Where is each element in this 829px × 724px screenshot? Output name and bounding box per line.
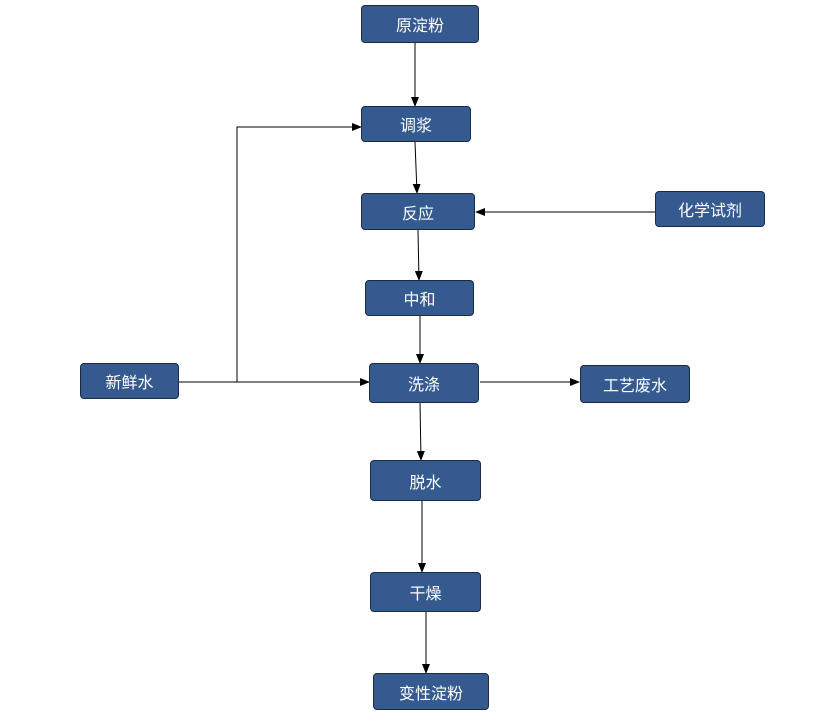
node-modified-starch: 变性淀粉	[373, 673, 489, 710]
node-reaction: 反应	[361, 193, 475, 230]
node-chemical-reagent: 化学试剂	[655, 191, 765, 227]
node-neutralization: 中和	[365, 280, 474, 316]
node-fresh-water: 新鲜水	[80, 363, 179, 399]
arrow-slurry-to-reaction	[412, 141, 421, 194]
node-process-wastewater: 工艺废水	[580, 365, 690, 403]
arrow-reaction-to-neutralization	[414, 229, 423, 281]
arrow-fresh-water-to-slurry	[236, 123, 362, 382]
arrow-washing-to-dewatering	[416, 402, 425, 461]
node-raw-starch: 原淀粉	[361, 5, 479, 43]
node-dewatering: 脱水	[370, 460, 481, 501]
node-slurry: 调浆	[361, 106, 471, 142]
node-drying: 干燥	[370, 572, 481, 612]
node-washing: 洗涤	[369, 363, 479, 403]
